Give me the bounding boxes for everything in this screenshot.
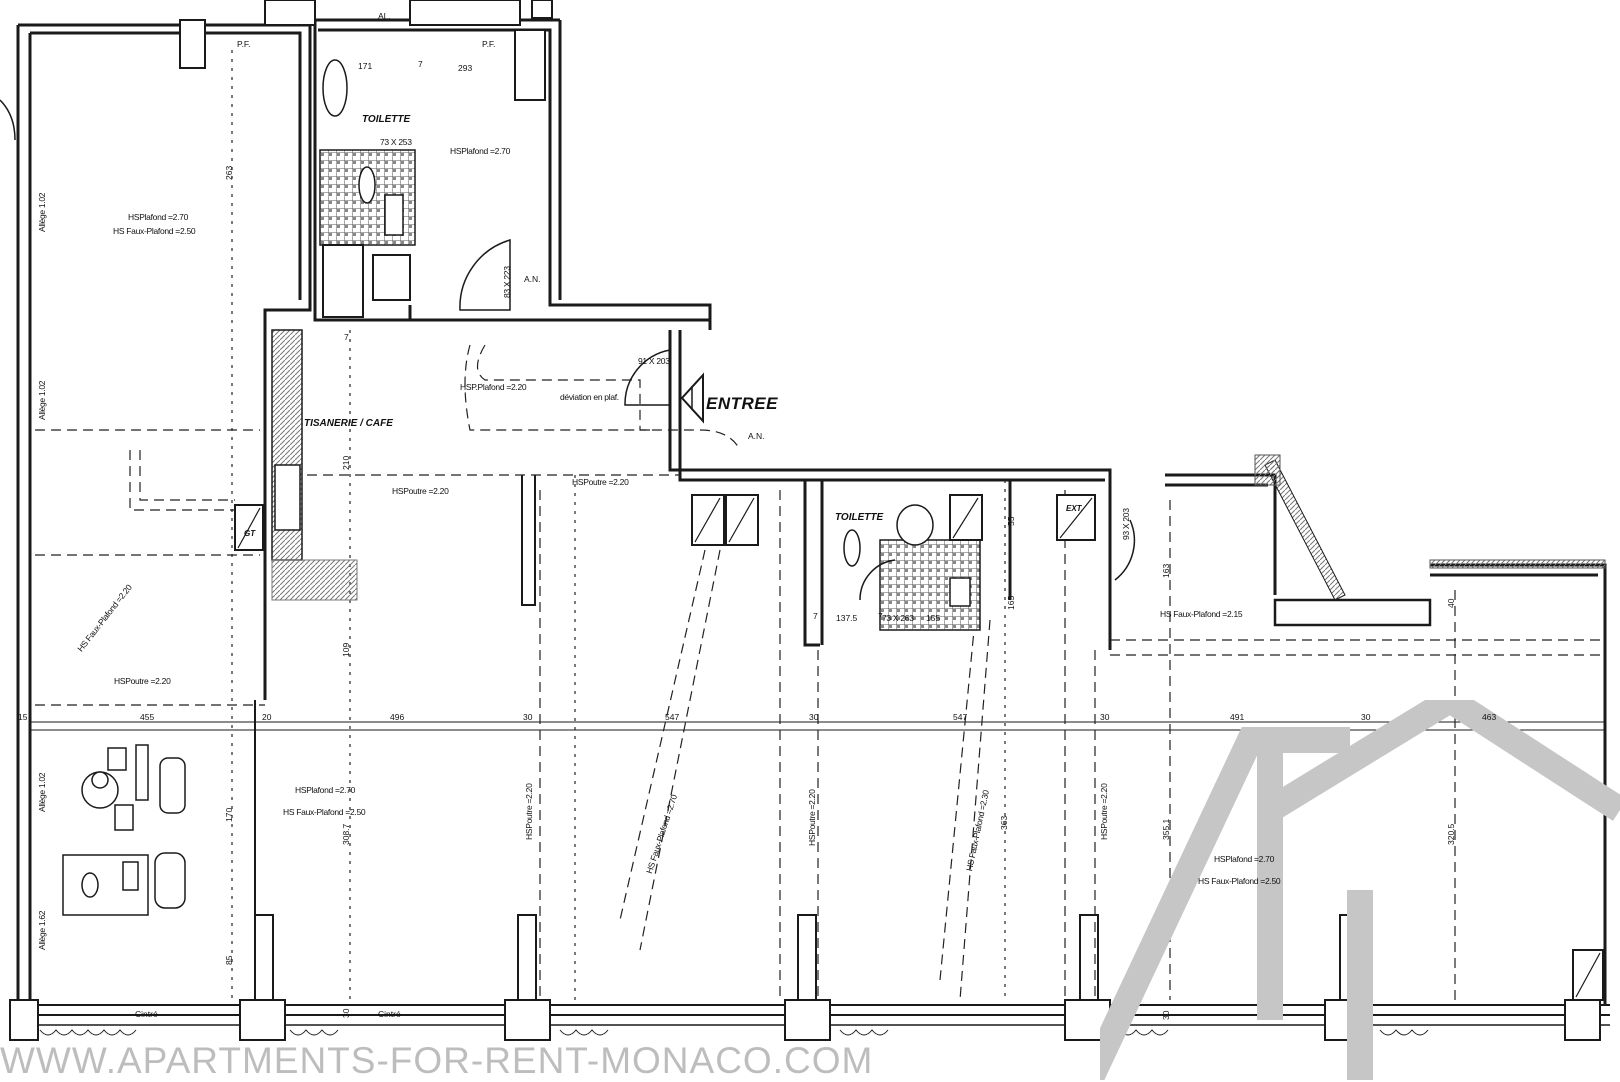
tiled-bathroom-top xyxy=(319,59,416,318)
dim-55: 55 xyxy=(1006,516,1016,526)
height-left-room-2: HS Faux-Plafond =2.50 xyxy=(113,226,196,236)
allege-label-4: Allège 1.62 xyxy=(37,910,47,950)
height-entry-corridor: HSP.Plafond =2.20 xyxy=(460,382,527,392)
dim-30d: 30 xyxy=(1361,712,1371,722)
tisanerie-counter xyxy=(271,329,358,601)
dim-165: 165 xyxy=(1006,595,1016,610)
radiators xyxy=(39,1029,1429,1036)
dim-137: 137.5 xyxy=(836,613,858,623)
annotation-an-top: A.N. xyxy=(524,274,541,284)
dim-30e: 30 xyxy=(1161,1010,1171,1020)
dim-40: 40 xyxy=(1446,598,1456,608)
dim-109: 109 xyxy=(341,642,351,657)
dim-30c: 30 xyxy=(1100,712,1110,722)
dim-293: 293 xyxy=(458,63,473,73)
annotation-ext: EXT. xyxy=(1066,504,1084,513)
dim-30b: 30 xyxy=(809,712,819,722)
dim-547a: 547 xyxy=(665,712,680,722)
dim-308: 308.7 xyxy=(341,823,351,845)
dim-7: 7 xyxy=(813,611,818,621)
height-poutre-center-2: HSPoutre =2.20 xyxy=(572,477,629,487)
dim-93: 93 X 203 xyxy=(1121,508,1131,540)
height-poutre-left: HSPoutre =2.20 xyxy=(114,676,171,686)
dim-155: 155 xyxy=(926,613,941,623)
allege-label-2: Allège 1.02 xyxy=(37,380,47,420)
height-poutre-center: HSPoutre =2.20 xyxy=(392,486,449,496)
allege-label-1: Allège 1.02 xyxy=(37,192,47,232)
right-wing-hatch xyxy=(1254,454,1606,601)
allege-label-3: Allège 1.02 xyxy=(37,772,47,812)
dim-491: 491 xyxy=(1230,712,1245,722)
room-label-toilette-mid: TOILETTE xyxy=(835,512,884,523)
watermark-text: WWW.APARTMENTS-FOR-RENT-MONACO.COM xyxy=(0,1040,874,1081)
dim-547b: 547 xyxy=(953,712,968,722)
dim-73b: 73 X 263 xyxy=(882,613,914,623)
height-faux-right: HS Faux-Plafond =2.15 xyxy=(1160,609,1243,619)
height-top-office: HSPlafond =2.70 xyxy=(450,146,511,156)
dim-15: 15 xyxy=(18,712,28,722)
dim-73: 73 X 253 xyxy=(380,137,412,147)
height-poutre-vertical-2: HSPoutre =2.20 xyxy=(807,789,817,846)
dim-170: 170 xyxy=(224,807,234,822)
watermark-logo xyxy=(1100,700,1620,1080)
dim-496: 496 xyxy=(390,712,405,722)
annotation-deviation: déviation en plaf. xyxy=(560,392,619,402)
office-furniture xyxy=(62,744,186,916)
annotation-cintre-1: Cintré xyxy=(135,1009,158,1019)
dim-355: 355.1 xyxy=(1161,818,1171,840)
annotation-an-entry: A.N. xyxy=(748,431,765,441)
annotation-cintre-2: Cintré xyxy=(378,1009,401,1019)
door-swings xyxy=(0,99,1136,601)
height-poutre-vertical-1: HSPoutre =2.20 xyxy=(524,783,534,840)
tiled-bathroom-mid xyxy=(843,504,981,631)
height-bottom-office-1: HSPlafond =2.70 xyxy=(295,785,356,795)
dim-20: 20 xyxy=(262,712,272,722)
dim-263: 263 xyxy=(224,165,234,180)
dim-455: 455 xyxy=(140,712,155,722)
dim-85: 85 xyxy=(224,955,234,965)
dim-7b: 7 xyxy=(878,611,883,621)
room-label-tisanerie: TISANERIE / CAFE xyxy=(304,418,393,429)
dim-30a: 30 xyxy=(523,712,533,722)
gt-label: GT xyxy=(244,529,256,538)
annotation-pf-left: P.F. xyxy=(237,39,251,49)
annotation-al: AL. xyxy=(378,11,391,21)
dim-7d: 7 xyxy=(344,332,349,342)
dashed-lines xyxy=(35,50,1605,1001)
dim-320: 320.5 xyxy=(1446,823,1456,845)
height-right-office-2: HS Faux-Plafond =2.50 xyxy=(1198,876,1281,886)
dim-171: 171 xyxy=(358,61,373,71)
dim-7c: 7 xyxy=(418,59,423,69)
dim-463: 463 xyxy=(1482,712,1497,722)
height-right-office-1: HSPlafond =2.70 xyxy=(1214,854,1275,864)
room-label-entree: ENTREE xyxy=(706,394,778,413)
gaine-technique-boxes xyxy=(234,0,1604,1001)
dim-163: 163 xyxy=(1161,563,1171,578)
room-label-toilette-top: TOILETTE xyxy=(362,114,411,125)
dim-210: 210 xyxy=(341,455,351,470)
pillars xyxy=(9,0,1601,1041)
dim-363: 363 xyxy=(999,815,1009,830)
height-poutre-vertical-3: HSPoutre =2.20 xyxy=(1099,783,1109,840)
height-bottom-office-2: HS Faux-Plafond =2.50 xyxy=(283,807,366,817)
entry-arrow xyxy=(680,372,704,424)
dim-83: 83 X 223 xyxy=(502,266,512,298)
dim-30v: 30 xyxy=(341,1008,351,1018)
dim-91: 91 X 203 xyxy=(638,356,670,366)
height-left-room-1: HSPlafond =2.70 xyxy=(128,212,189,222)
annotation-pf-right: P.F. xyxy=(482,39,496,49)
